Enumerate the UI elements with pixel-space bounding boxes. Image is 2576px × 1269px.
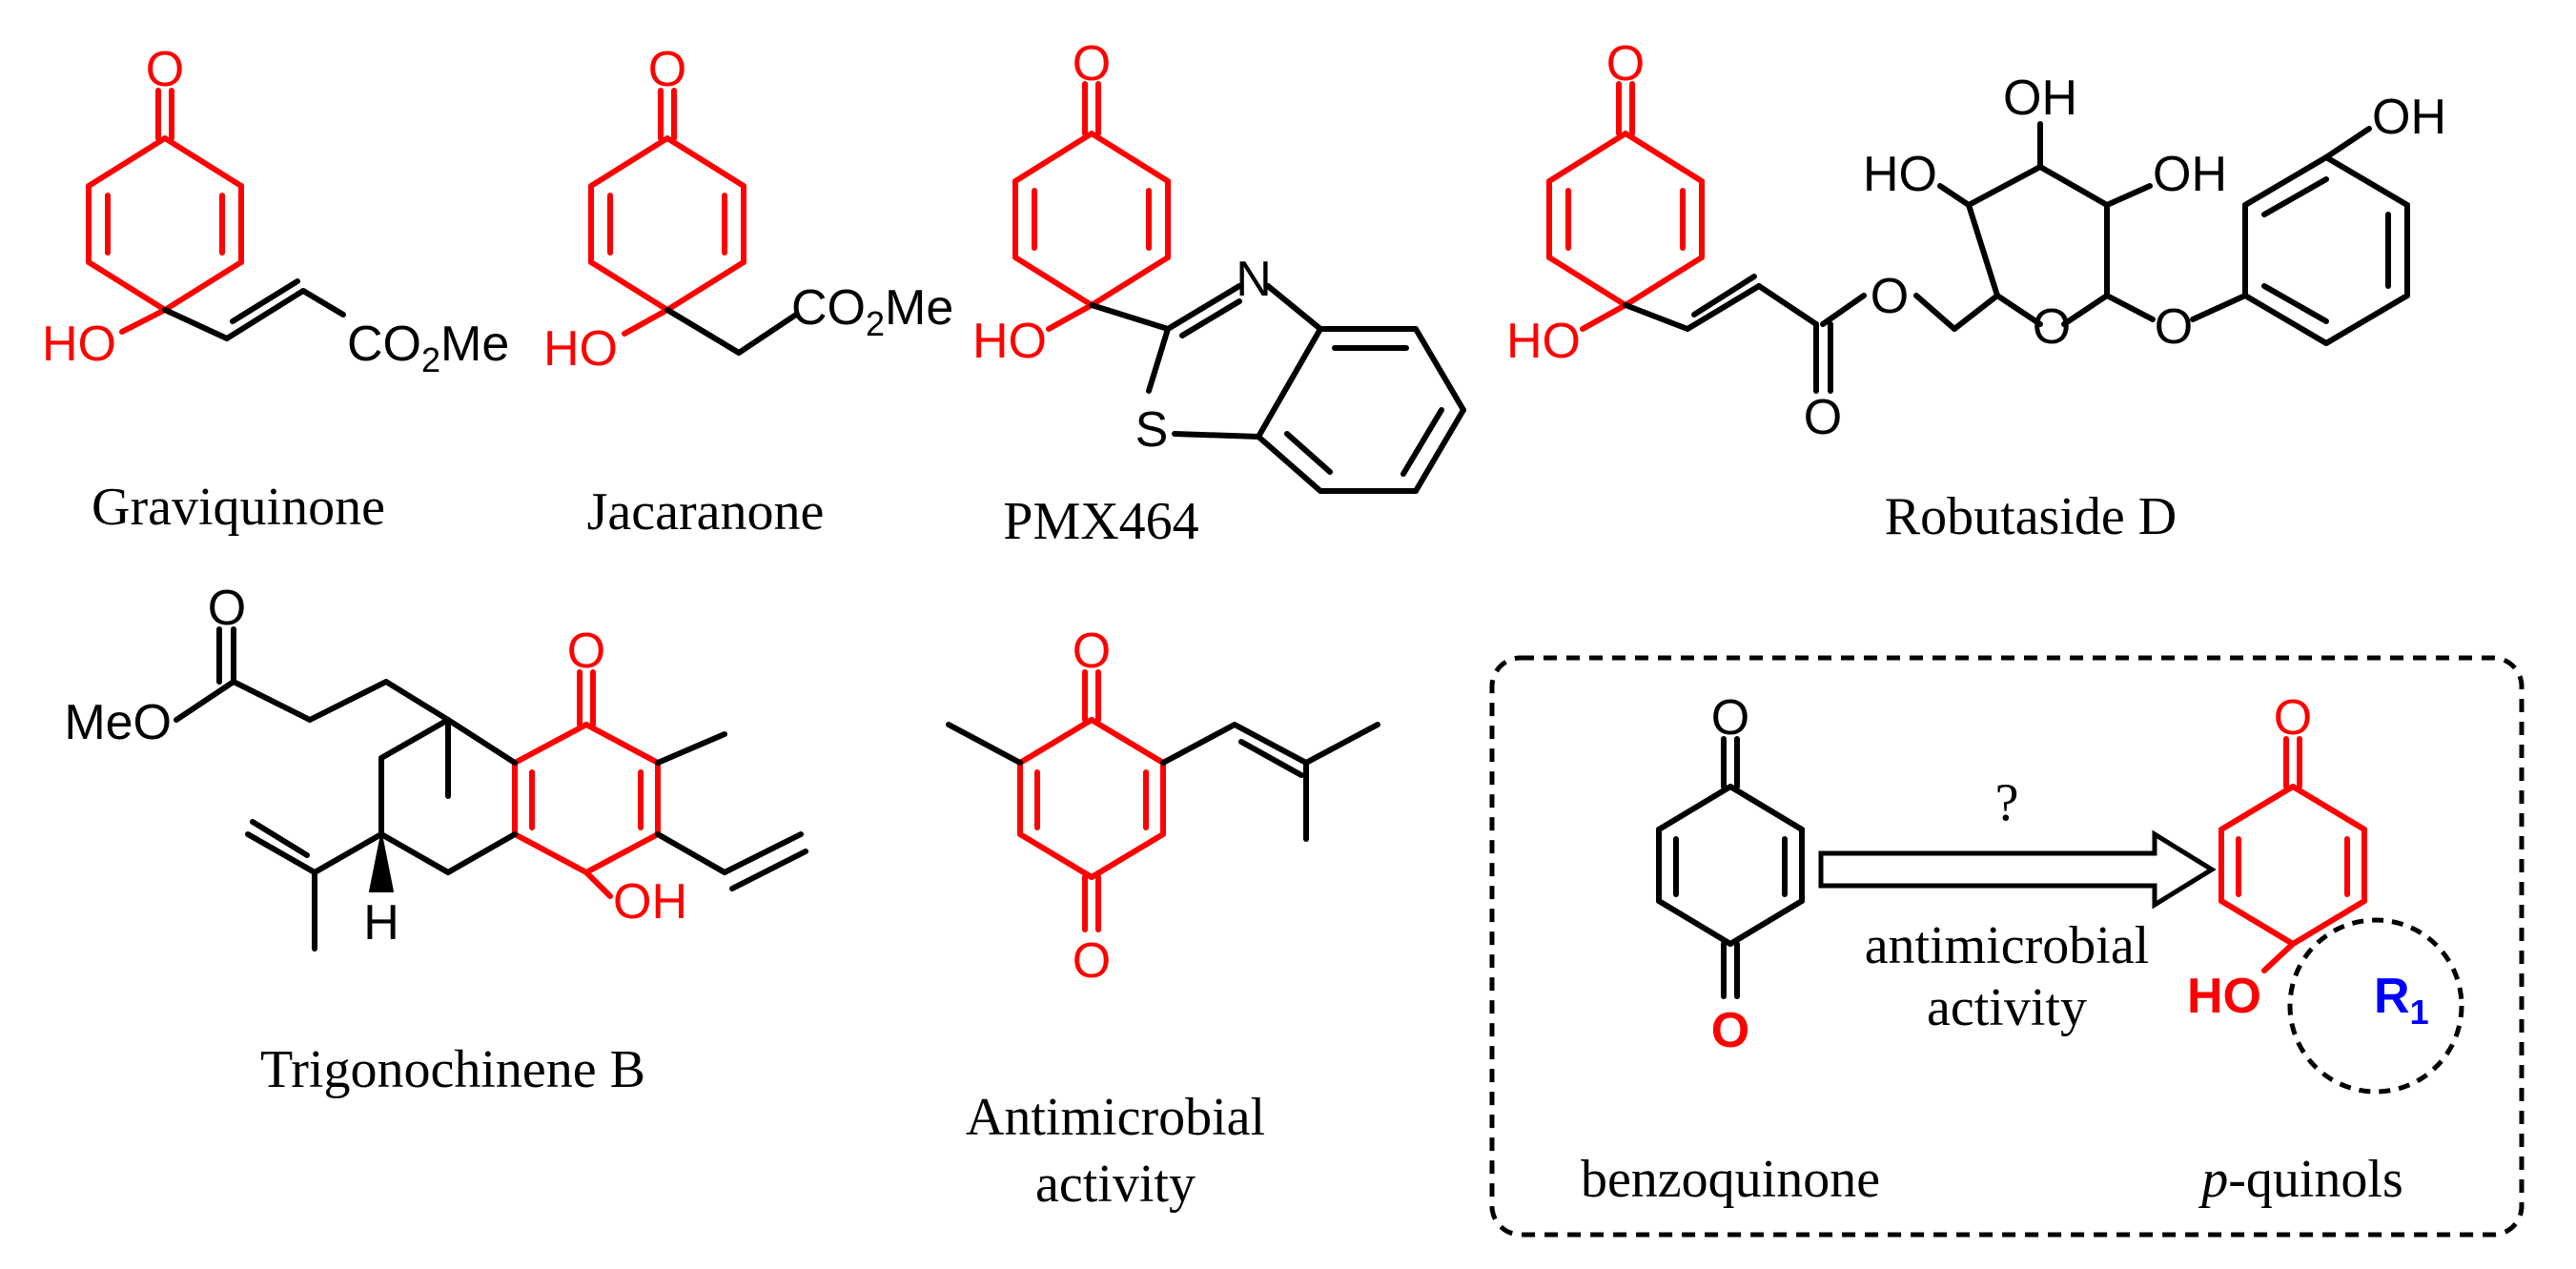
- caption-robutaside-d: Robutaside D: [1885, 487, 2177, 546]
- structure-trigonochinene-b: [174, 626, 808, 952]
- pmx464-nitrogen: N: [1236, 252, 1272, 307]
- structure-jacaranone: [588, 88, 799, 356]
- antimicrobial-carbonyl-o-bottom: O: [1073, 933, 1111, 989]
- trigonochinene-ester-carbonyl-o: O: [208, 581, 246, 636]
- robutaside-ester-carbonyl-o: O: [1804, 390, 1842, 445]
- caption-benzoquinone: benzoquinone: [1581, 1150, 1880, 1209]
- robutaside-hydroxyl-top: OH: [2003, 71, 2077, 126]
- caption-antimicrobial-line2: activity: [1035, 1155, 1196, 1214]
- arrow-label-line1: antimicrobial: [1865, 916, 2150, 975]
- substituent-ring-dashed: [2287, 917, 2464, 1095]
- caption-jacaranone: Jacaranone: [587, 482, 825, 542]
- robutaside-carbonyl-o: O: [1606, 36, 1645, 92]
- robutaside-glycoside-oxygen: O: [2155, 299, 2193, 355]
- reaction-arrow: [1818, 829, 2217, 910]
- structure-robutaside-d: [1546, 81, 2410, 394]
- graviquinone-ester: CO2Me: [347, 317, 509, 379]
- graviquinone-hydroxyl: HO: [42, 317, 116, 372]
- graviquinone-carbonyl-o: O: [146, 42, 184, 97]
- structure-antimicrobial-quinone: [946, 669, 1380, 932]
- pmx464-carbonyl-o: O: [1073, 36, 1111, 92]
- robutaside-ring-oxygen: O: [2033, 299, 2071, 355]
- trigonochinene-methoxy: MeO: [64, 695, 172, 750]
- structure-p-quinol: [2218, 736, 2367, 973]
- jacaranone-ester: CO2Me: [791, 280, 953, 343]
- structure-graviquinone: [86, 88, 346, 341]
- pmx464-sulfur: S: [1135, 402, 1169, 458]
- benzoquinone-o-top: O: [1711, 690, 1749, 746]
- hypothesis-box: [1489, 655, 2525, 1238]
- jacaranone-hydroxyl: HO: [543, 321, 618, 377]
- arrow-label-line2: activity: [1927, 978, 2087, 1037]
- trigonochinene-hydroxyl: OH: [613, 874, 687, 930]
- structure-pmx464: [1012, 81, 1466, 494]
- structure-benzoquinone: [1656, 736, 1805, 999]
- robutaside-hydroxyl: HO: [1506, 314, 1581, 369]
- caption-graviquinone: Graviquinone: [92, 478, 385, 537]
- robutaside-phenol-hydroxyl: OH: [2372, 90, 2446, 145]
- p-quinol-hydroxyl: HO: [2187, 969, 2261, 1024]
- benzoquinone-o-bottom: O: [1711, 1003, 1749, 1058]
- robutaside-hydroxyl-left: HO: [1863, 147, 1937, 202]
- trigonochinene-h: H: [363, 895, 399, 951]
- p-quinol-r1: R1: [2374, 969, 2429, 1032]
- caption-p-quinols: p-quinols: [2198, 1150, 2403, 1209]
- robutaside-hydroxyl-right: OH: [2153, 147, 2227, 202]
- caption-trigonochinene-b: Trigonochinene B: [260, 1040, 645, 1099]
- p-quinol-carbonyl-o: O: [2274, 690, 2312, 746]
- pmx464-hydroxyl: HO: [972, 314, 1047, 369]
- caption-antimicrobial-line1: Antimicrobial: [966, 1088, 1265, 1147]
- caption-pmx464: PMX464: [1003, 492, 1198, 551]
- arrow-question-mark: ?: [1995, 773, 2019, 832]
- robutaside-ester-oxygen: O: [1871, 269, 1909, 324]
- trigonochinene-carbonyl-o: O: [567, 624, 605, 679]
- wedge-bond: [369, 833, 394, 892]
- jacaranone-carbonyl-o: O: [648, 42, 686, 97]
- antimicrobial-carbonyl-o-top: O: [1073, 624, 1111, 679]
